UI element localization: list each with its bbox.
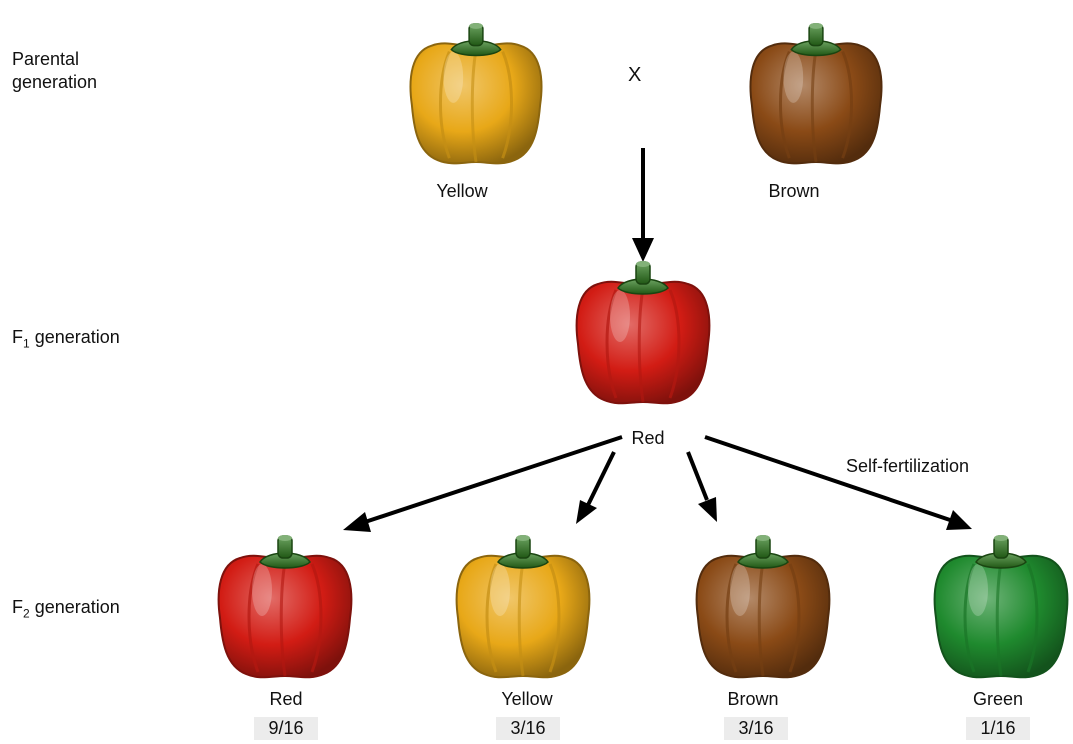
parents-to-f1-arrowhead — [632, 238, 654, 262]
f1-to-yellow-arrowhead — [576, 500, 597, 524]
pepper-brown-f2-icon — [695, 535, 831, 679]
cross-symbol: X — [628, 64, 642, 86]
f1-to-brown-arrow — [686, 451, 709, 501]
pepper-yellow-parent-icon — [409, 22, 543, 165]
f2-label-base: F — [12, 597, 23, 617]
self-fertilization-label: Self-fertilization — [846, 456, 970, 476]
f1-to-green-arrow — [704, 435, 951, 522]
parental-label-line2: generation — [12, 72, 98, 92]
f2-brown-ratio: 3/16 — [724, 717, 788, 740]
f1-to-yellow-arrow — [586, 451, 616, 506]
parent-yellow-label: Yellow — [436, 181, 488, 201]
f2-brown-label: Brown — [727, 689, 779, 709]
f1-red-label: Red — [631, 428, 665, 448]
f1-generation-label: F1 generation — [12, 326, 120, 356]
f1-label-sub: 1 — [23, 336, 30, 351]
f1-to-red-arrow — [364, 435, 623, 524]
pepper-brown-parent-icon — [749, 22, 883, 165]
pepper-green-f2-icon — [933, 535, 1069, 679]
f2-yellow-label: Yellow — [501, 689, 553, 709]
f2-yellow-ratio: 3/16 — [496, 717, 560, 740]
f1-to-green-arrowhead — [946, 510, 972, 530]
f2-green-label: Green — [972, 689, 1024, 709]
f1-to-brown-arrowhead — [698, 497, 717, 522]
f1-to-red-arrowhead — [343, 512, 371, 532]
f2-red-ratio: 9/16 — [254, 717, 318, 740]
f2-generation-label: F2 generation — [12, 596, 120, 626]
f2-green-ratio: 1/16 — [966, 717, 1030, 740]
pepper-red-f1-icon — [575, 261, 711, 405]
pepper-red-f2-icon — [217, 535, 353, 679]
f2-label-sub: 2 — [23, 606, 30, 621]
f1-label-rest: generation — [29, 327, 120, 347]
parental-generation-label: Parental generation — [12, 48, 97, 94]
f1-label-base: F — [12, 327, 23, 347]
f2-red-label: Red — [269, 689, 303, 709]
f2-label-rest: generation — [29, 597, 120, 617]
pepper-yellow-f2-icon — [455, 535, 591, 679]
parent-brown-label: Brown — [768, 181, 820, 201]
parental-label-line1: Parental — [12, 49, 80, 69]
